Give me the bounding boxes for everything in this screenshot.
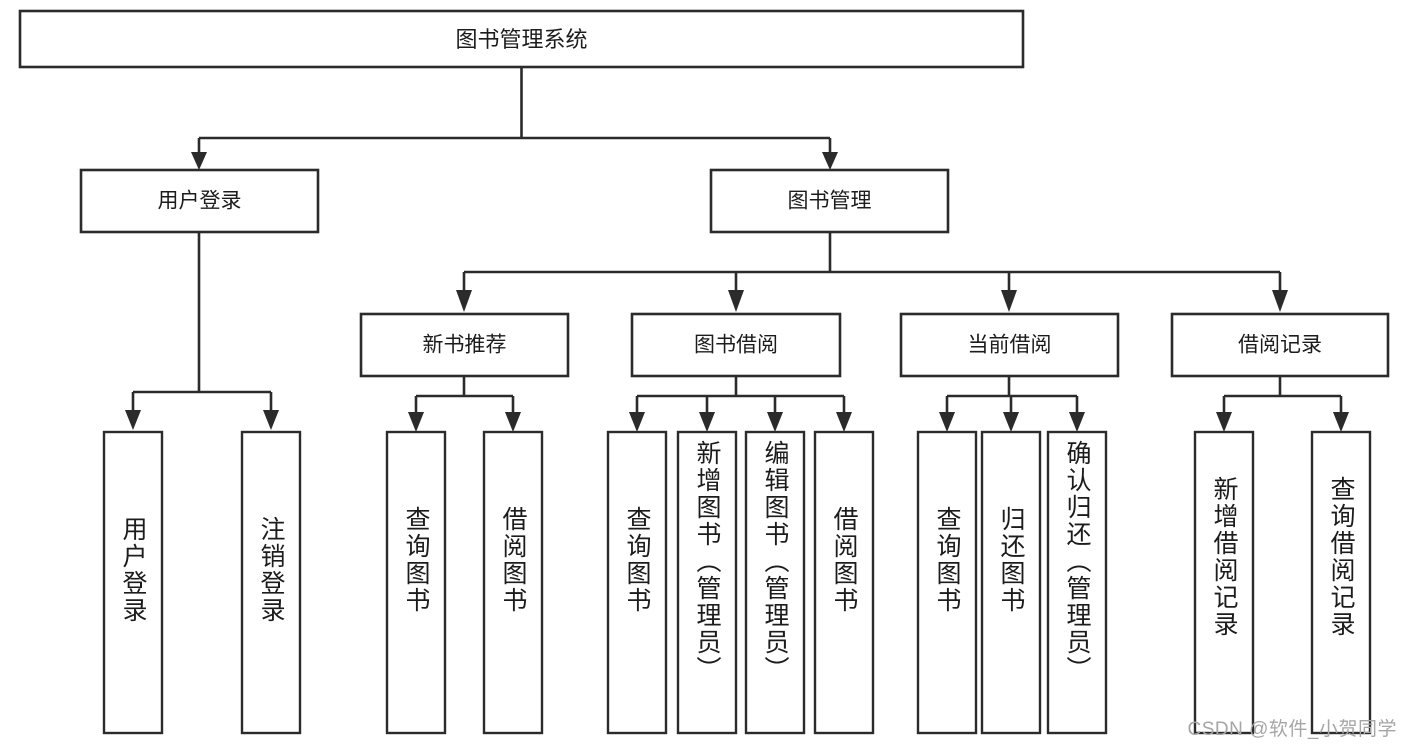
leaf-br-add-record[interactable] [1193,430,1255,735]
arrow-head-bb-add [699,412,715,432]
leaf-bb-borrow-book[interactable] [813,430,875,735]
arrow-head-br-add [1216,412,1232,432]
node-current-borrow[interactable] [899,312,1120,378]
leaf-user-login[interactable] [102,430,164,735]
node-book-manage-label: 图书管理 [788,190,872,213]
node-root-label: 图书管理系统 [455,27,587,52]
node-borrow-record-label: 借阅记录 [1238,334,1322,357]
arrow-head-borrow-record [1272,290,1288,312]
node-user-login[interactable] [79,168,320,234]
node-borrow-record[interactable] [1170,312,1390,378]
arrow-head-nb-query [408,412,424,432]
node-book-manage[interactable] [709,168,950,234]
arrow-head-br-query [1333,412,1349,432]
node-book-borrow-label: 图书借阅 [694,334,778,357]
arrow-head-cb-return [1003,412,1019,432]
arrow-head-nb-borrow [505,412,521,432]
leaf-bb-query-book[interactable] [606,430,668,735]
connector-group-new-book-rec [408,376,521,432]
arrow-head-book-manage [822,152,838,170]
node-book-borrow[interactable] [630,312,842,378]
arrow-head-current-borrow [1001,290,1017,312]
leaf-cb-confirm-return[interactable] [1046,430,1108,735]
arrow-head-bb-query [629,412,645,432]
connector-group-book-manage [456,232,1288,312]
arrow-head-bb-borrow [836,412,852,432]
leaf-bb-edit-book[interactable] [744,430,806,735]
arrow-head-book-borrow [728,290,744,312]
arrow-head-new-book-rec [456,290,472,312]
leaf-cb-return-book[interactable] [980,430,1042,735]
leaf-br-query-record[interactable] [1310,430,1372,735]
arrow-head-user-login [191,152,207,170]
arrow-head-bb-edit [767,412,783,432]
leaf-cb-query-book[interactable] [916,430,978,735]
connector-group-borrow-record [1216,376,1349,432]
node-current-borrow-label: 当前借阅 [968,334,1052,357]
connector-group-current-borrow [939,376,1085,432]
connector-group-root [191,67,838,170]
watermark-text: CSDN @软件_小贺同学 [1187,719,1397,740]
node-new-book-rec-label: 新书推荐 [423,334,507,357]
connector-group-user-login [125,232,279,430]
leaf-nb-borrow-book[interactable] [482,430,544,735]
node-new-book-rec[interactable] [359,312,570,378]
arrow-head-cb-query [939,412,955,432]
node-user-login-label: 用户登录 [158,190,242,213]
arrow-head-leaf-user-login [125,410,141,430]
arrow-head-cb-confirm [1069,412,1085,432]
leaf-logout[interactable] [240,430,302,735]
connector-group-book-borrow [629,376,852,432]
leaf-bb-add-book[interactable] [676,430,738,735]
arrow-head-leaf-logout [263,410,279,430]
leaf-nb-query-book[interactable] [385,430,447,735]
node-root[interactable] [18,9,1025,69]
